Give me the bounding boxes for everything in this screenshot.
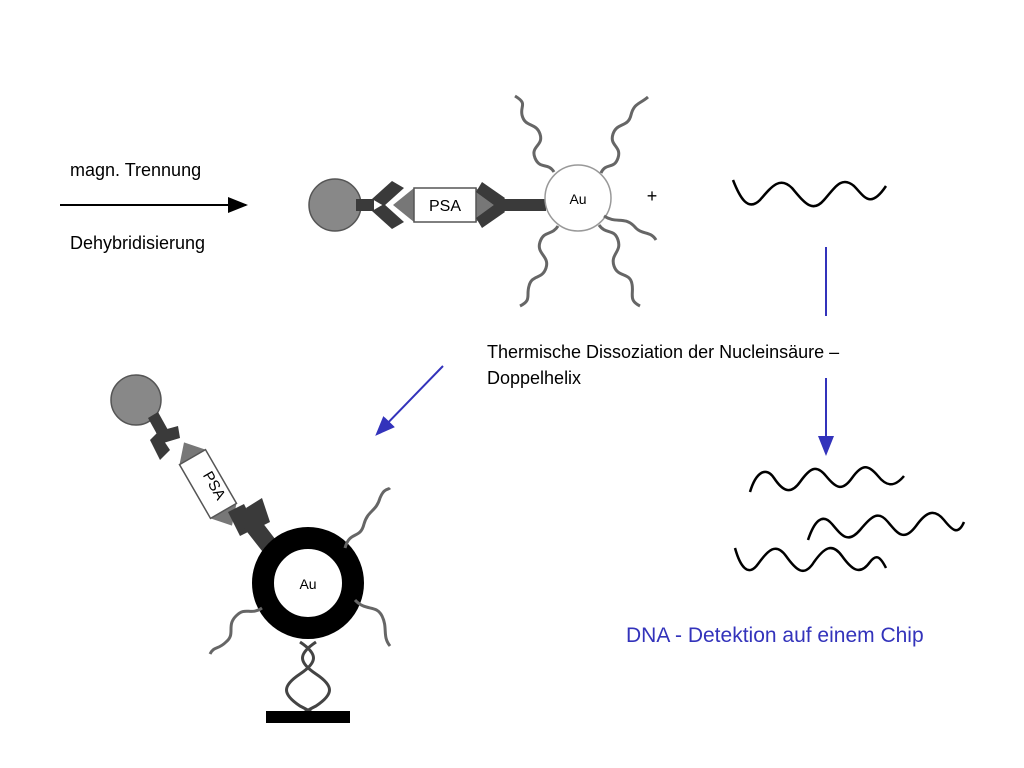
detection-caption: DNA - Detektion auf einem Chip [626, 624, 924, 647]
plus-sign: + [647, 186, 658, 206]
gold-particle-bottom [252, 527, 364, 639]
antibody-left-top [356, 181, 404, 229]
au-label-top: Au [569, 191, 586, 207]
dna-strand-2 [806, 511, 966, 541]
magnetic-bead-bottom [110, 374, 162, 426]
psa-label-top: PSA [429, 198, 461, 215]
arrow-bottom-label: Dehybridisierung [70, 233, 206, 253]
top-conjugate [308, 94, 658, 308]
dna-strands-separated [733, 466, 966, 573]
antibody-right-top [476, 182, 546, 228]
diagonal-arrow [375, 365, 444, 436]
au-label-bottom: Au [299, 576, 316, 592]
dissociation-label-line1: Thermische Dissoziation der Nucleinsäure… [487, 342, 840, 362]
magnetic-bead-top [308, 178, 362, 232]
bottom-conjugate [110, 374, 392, 723]
dna-strand-3 [733, 546, 888, 573]
dna-strands-top [514, 94, 658, 308]
arrow-top-label: magn. Trennung [70, 160, 202, 180]
dna-strands-bottom [208, 486, 392, 655]
dissociation-label-line2: Doppelhelix [487, 368, 582, 388]
antibody-upper-bottom [148, 412, 180, 460]
chip-surface [266, 711, 350, 723]
dna-strand-1 [748, 466, 905, 493]
dna-strand-single [731, 179, 888, 208]
psa-antigen-bottom [178, 442, 238, 526]
double-helix [285, 640, 331, 718]
gold-particle-top [544, 164, 612, 232]
psa-antigen-top [393, 187, 497, 223]
